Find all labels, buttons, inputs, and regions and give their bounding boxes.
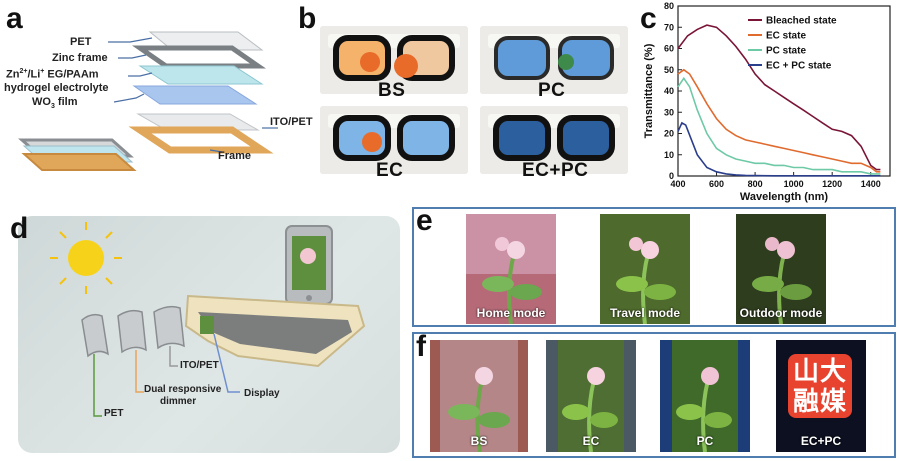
device-exploded-diagram — [18, 31, 278, 171]
pc-image: PC — [660, 340, 750, 452]
legend-label-0: Bleached state — [766, 16, 837, 27]
ec-pc-image: 山大融媒 EC+PC — [776, 340, 866, 452]
bs-image: BS — [430, 340, 528, 452]
outdoor-mode-image: Outdoor mode — [736, 214, 826, 324]
glasses-photo-pc — [480, 26, 628, 94]
panel-label-f: f — [416, 330, 426, 363]
caption-f-ec-pc: EC+PC — [800, 434, 842, 448]
caption-outdoor-mode: Outdoor mode — [739, 306, 823, 320]
home-mode-image: Home mode — [466, 214, 556, 324]
y-tick-label: 50 — [664, 65, 674, 75]
label-d-ito-pet: ITO/PET — [180, 360, 219, 371]
series-line-3 — [677, 121, 881, 177]
label-zinc-frame: Zinc frame — [52, 52, 108, 64]
label-d-dimmer-1: Dual responsive — [144, 384, 222, 395]
y-tick-label: 60 — [664, 44, 674, 54]
caption-f-bs: BS — [470, 434, 488, 448]
y-tick-label: 0 — [669, 171, 674, 181]
legend-label-2: PC state — [766, 46, 806, 57]
caption-ec: EC — [376, 160, 404, 181]
y-axis-label: Transmittance (%) — [643, 43, 655, 138]
phone-icon — [285, 225, 333, 305]
x-tick-label: 1400 — [861, 179, 881, 189]
label-hydrogel: hydrogel electrolyte — [4, 82, 109, 94]
logo-text: 山大融媒 — [792, 356, 847, 416]
y-tick-label: 10 — [664, 150, 674, 160]
label-frame: Frame — [218, 150, 252, 162]
panel-label-e: e — [416, 204, 433, 237]
glasses-schematic — [50, 222, 366, 417]
glasses-photo-ec — [320, 106, 468, 174]
y-tick-label: 80 — [664, 1, 674, 11]
legend-label-3: EC + PC state — [766, 61, 832, 72]
x-tick-label: 1200 — [822, 179, 842, 189]
panel-label-c: c — [640, 2, 657, 35]
caption-pc: PC — [538, 80, 566, 101]
y-tick-label: 20 — [664, 129, 674, 139]
caption-home-mode: Home mode — [476, 306, 546, 320]
x-tick-label: 1000 — [784, 179, 804, 189]
transmittance-chart: 400 600 800 1000 1200 1400 0 10 20 30 40 50 60 70 80Wa… — [643, 1, 891, 203]
glasses-photo-bs — [320, 26, 468, 94]
label-pet: PET — [70, 36, 92, 48]
label-d-pet: PET — [104, 408, 124, 419]
glasses-photo-ec-pc — [480, 106, 628, 174]
legend-label-1: EC state — [766, 31, 806, 42]
label-electrolyte: Zn2+/Li+ EG/PAAm — [6, 68, 99, 81]
x-tick-label: 800 — [748, 179, 763, 189]
y-tick-label: 70 — [664, 22, 674, 32]
y-tick-label: 40 — [664, 86, 674, 96]
x-tick-label: 600 — [709, 179, 724, 189]
caption-ec-pc: EC+PC — [522, 160, 589, 181]
label-wo3-film: WO3 film — [32, 96, 78, 111]
caption-travel-mode: Travel mode — [609, 306, 681, 320]
sun-icon — [50, 222, 122, 294]
series-line-1 — [677, 68, 881, 173]
caption-f-pc: PC — [696, 434, 714, 448]
panel-label-b: b — [298, 2, 317, 35]
panel-label-a: a — [6, 2, 23, 35]
logo-badge: 山大融媒 — [788, 354, 852, 418]
panel-label-d: d — [10, 212, 29, 245]
ec-image: EC — [546, 340, 636, 452]
x-tick-label: 400 — [670, 179, 685, 189]
caption-f-ec: EC — [582, 434, 600, 448]
series-line-0 — [677, 24, 881, 171]
caption-bs: BS — [378, 80, 406, 101]
label-ito-pet: ITO/PET — [270, 116, 313, 128]
label-d-dimmer-2: dimmer — [160, 396, 197, 407]
series-line-2 — [677, 76, 881, 175]
y-tick-label: 30 — [664, 107, 674, 117]
label-d-display: Display — [244, 388, 280, 399]
x-axis-label: Wavelength (nm) — [740, 191, 829, 203]
travel-mode-image: Travel mode — [600, 214, 690, 324]
